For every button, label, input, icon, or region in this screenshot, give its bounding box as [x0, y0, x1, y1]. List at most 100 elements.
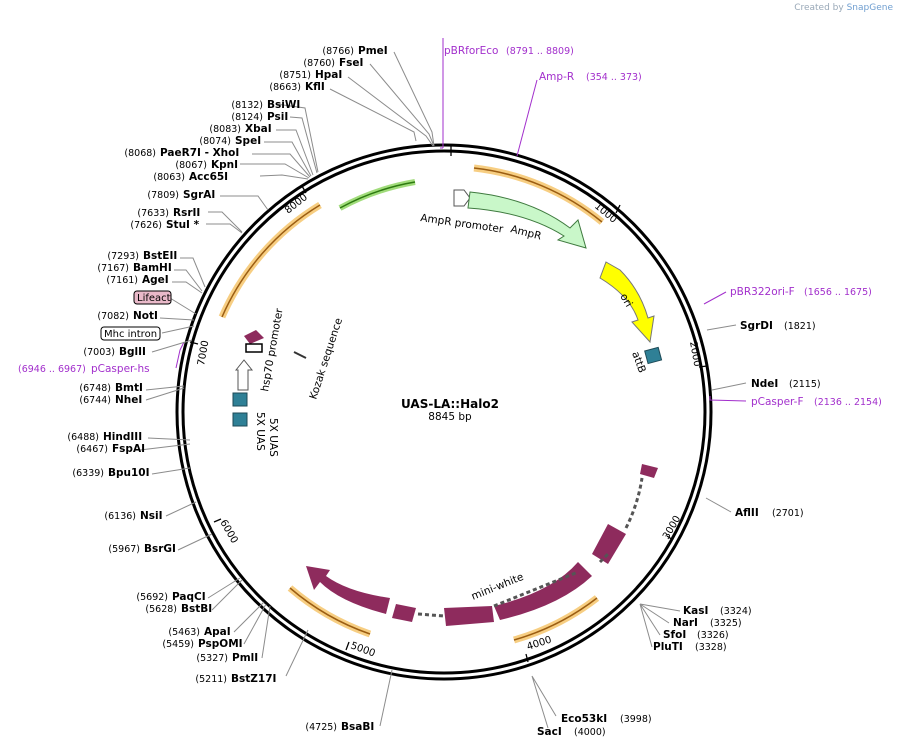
site-pos-pluti: (3328)	[695, 642, 727, 653]
site-pos-bamhi: (7167)	[97, 263, 129, 274]
tick-label-2000: 2000	[687, 341, 702, 368]
site-pos-bsiwi: (8132)	[231, 100, 263, 111]
mhc-intron-shape	[245, 343, 263, 353]
site-pos-spei: (8074)	[199, 136, 231, 147]
tick-2000	[698, 365, 708, 368]
credit-prefix: Created by	[794, 3, 844, 13]
site-name-aflii: AflII	[735, 507, 759, 519]
orf-arcs	[218, 164, 605, 644]
site-leader-rsrii	[206, 211, 243, 234]
site-name-bstbi: BstBI	[181, 603, 212, 615]
site-name-kasi: KasI	[683, 605, 708, 617]
site-pos-fsei: (8760)	[303, 58, 335, 69]
site-pos-nsii: (6136)	[104, 511, 136, 522]
feature-label-uas-2: 5X UAS	[254, 412, 266, 451]
site-name-bglii: BglII	[119, 346, 146, 358]
site-name-acc65i: Acc65I	[189, 171, 228, 183]
site-leader-top	[329, 51, 435, 147]
primer-leader-pcasper-f	[709, 396, 747, 402]
tick-4000	[525, 653, 529, 663]
site-pos-bstz17i: (5211)	[195, 674, 227, 685]
attb-box	[644, 346, 663, 365]
uas-box-1	[232, 392, 248, 407]
site-pos-bmti: (6748)	[79, 383, 111, 394]
orf-lower-left	[289, 587, 371, 635]
ori-arrow	[599, 261, 655, 344]
site-pos-agei: (7161)	[106, 275, 138, 286]
site-pos-bsrgi: (5967)	[108, 544, 140, 555]
feature-label-ampr: AmpR	[509, 223, 542, 242]
site-name-psii: PsiI	[267, 111, 288, 123]
site-pos-bstbi: (5628)	[145, 604, 177, 615]
site-leader-hindiii	[139, 437, 191, 451]
site-leader-apai	[233, 601, 271, 659]
site-pos-acc65i: (8063)	[153, 172, 185, 183]
site-name-saci: SacI	[537, 726, 562, 738]
site-name-bpu10i: Bpu10I	[108, 467, 150, 479]
feature-label-hsp70-promoter: hsp70 promoter	[259, 307, 286, 393]
site-leader-bsabi	[379, 669, 393, 727]
mhc-intron-label-box	[100, 326, 161, 341]
site-leader-sgrai	[220, 195, 269, 211]
tick-5000	[345, 641, 350, 651]
site-leader-nsii	[165, 501, 197, 517]
site-leader-kasi-group	[639, 603, 681, 648]
primer-pos-ampr: (354 .. 373)	[586, 72, 642, 83]
site-name-eco53ki: Eco53kI	[561, 713, 607, 725]
site-pos-hpai: (8751)	[279, 70, 311, 81]
site-name-hpai: HpaI	[315, 69, 342, 81]
site-leader-noti	[151, 297, 197, 353]
site-pos-pmli: (5327)	[196, 653, 228, 664]
orf-upper-left	[221, 204, 321, 318]
mini-white-exon-4	[444, 606, 494, 626]
orf-amp	[473, 167, 603, 223]
site-name-nhei: NheI	[115, 394, 142, 406]
site-leader-bsteii	[172, 257, 206, 294]
site-pos-kfli: (8663)	[269, 82, 301, 93]
site-name-pmei: PmeI	[358, 45, 388, 57]
site-pos-bsteii: (7293)	[107, 251, 139, 262]
kozak-mark	[293, 351, 307, 359]
primers: pBRforEco (8791 .. 8809) Amp-R (354 .. 3…	[18, 38, 882, 408]
tick-label-7000: 7000	[196, 340, 211, 367]
site-pos-bpu10i: (6339)	[72, 468, 104, 479]
site-pos-eco53ki: (3998)	[620, 714, 652, 725]
primer-pos-pbr322ori: (1656 .. 1675)	[804, 287, 872, 298]
site-leader-bmti	[145, 385, 185, 401]
site-leader-bstz17i	[285, 629, 309, 677]
site-name-bmti: BmtI	[115, 382, 143, 394]
primer-name-pbr322ori: pBR322ori-F	[730, 286, 795, 298]
site-pos-fspai: (6467)	[76, 444, 108, 455]
orf-green	[339, 181, 416, 209]
sites-left: (8766) PmeI (8760) FseI (8751) HpaI (866…	[67, 45, 387, 733]
site-leader-eco53ki-group	[531, 675, 557, 729]
mhc-intron-label: Mhc intron	[104, 329, 157, 340]
tick-6000	[213, 518, 222, 523]
mini-white-exon-6	[306, 566, 390, 614]
site-leader-aflii	[705, 497, 732, 513]
feature-label-uas-1: 5X UAS	[267, 418, 279, 457]
mini-white-exon-5	[392, 604, 416, 622]
site-name-fsei: FseI	[339, 57, 363, 69]
site-name-kfli: KflI	[305, 81, 325, 93]
site-name-sfoi: SfoI	[663, 629, 686, 641]
site-name-sgrdi: SgrDI	[740, 320, 773, 332]
tick-1000	[615, 204, 621, 214]
site-pos-rsrii: (7633)	[137, 208, 169, 219]
site-pos-paqci: (5692)	[136, 592, 168, 603]
backbone-outer	[175, 143, 713, 681]
site-pos-hindiii: (6488)	[67, 432, 99, 443]
primer-name-pcasper-f: pCasper-F	[751, 396, 804, 408]
site-pos-saci: (4000)	[574, 727, 606, 738]
plasmid-name: UAS-LA::Halo2	[401, 397, 499, 411]
site-leader-bsrgi	[177, 533, 213, 551]
feature-label-ori: ori	[617, 292, 634, 310]
site-name-apai: ApaI	[204, 626, 231, 638]
site-name-pluti: PluTI	[653, 641, 683, 653]
site-pos-bglii: (7003)	[83, 347, 115, 358]
snapgene-brand: SnapGene	[846, 3, 893, 13]
amp-promoter-arrow	[453, 189, 471, 207]
site-name-hindiii: HindIII	[103, 431, 142, 443]
uas-box-2	[232, 412, 248, 427]
